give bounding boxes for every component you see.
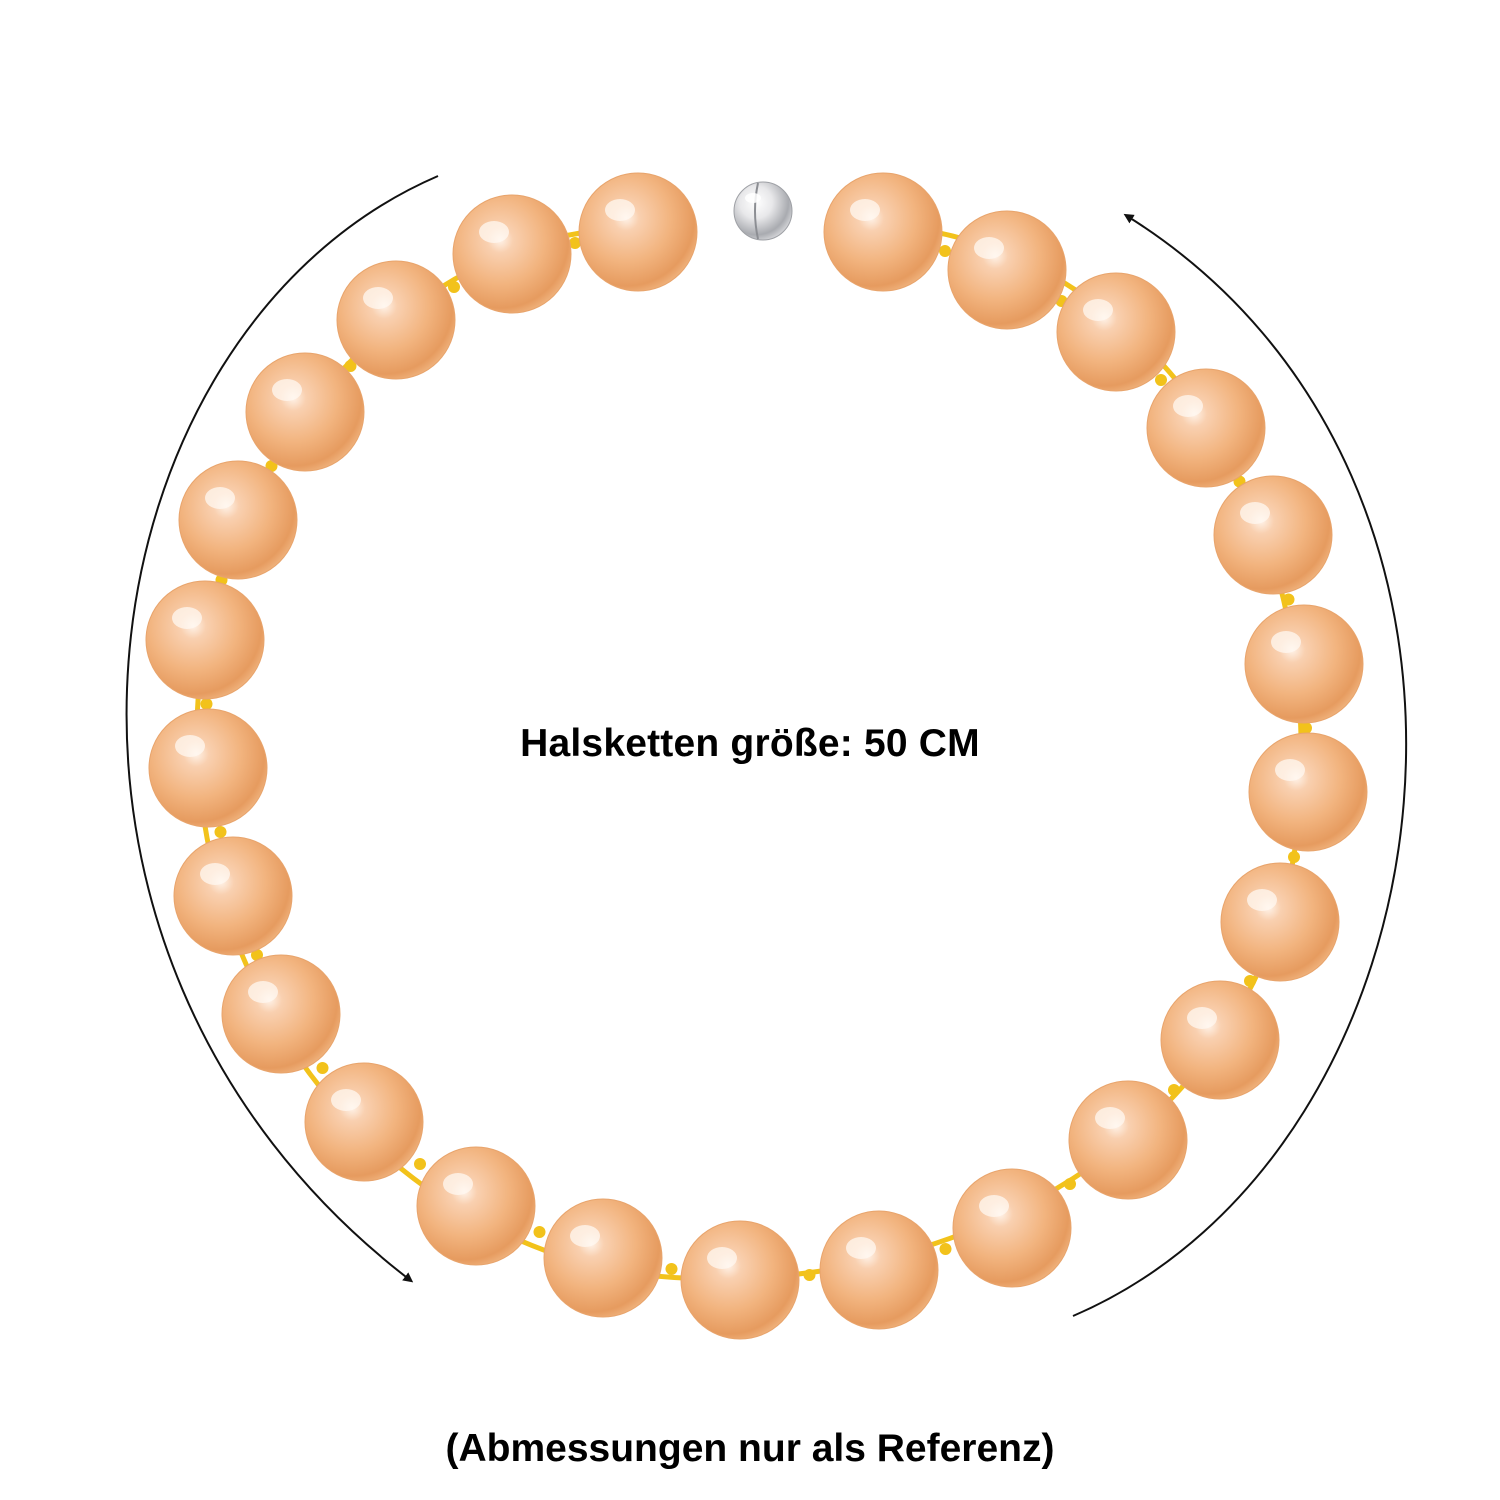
pearl bbox=[1056, 272, 1176, 392]
thread-knot bbox=[569, 237, 581, 249]
thread-knot bbox=[803, 1269, 816, 1281]
reference-disclaimer: (Abmessungen nur als Referenz) bbox=[445, 1427, 1055, 1470]
thread-knot bbox=[665, 1263, 678, 1275]
thread-knot bbox=[251, 949, 263, 961]
pearl bbox=[578, 172, 698, 292]
thread-knot bbox=[200, 698, 213, 710]
pearl bbox=[145, 580, 265, 700]
pearl bbox=[148, 708, 268, 828]
pearl bbox=[245, 352, 365, 472]
pearl bbox=[819, 1210, 939, 1330]
pearl bbox=[173, 836, 293, 956]
pearl bbox=[543, 1198, 663, 1318]
pearl bbox=[304, 1062, 424, 1182]
thread-knot bbox=[214, 826, 227, 838]
pearl bbox=[452, 194, 572, 314]
thread-knot bbox=[1288, 851, 1300, 863]
thread-knot bbox=[1282, 593, 1295, 606]
pearl bbox=[680, 1220, 800, 1340]
thread-knot bbox=[1300, 722, 1312, 734]
thread-knot bbox=[939, 1243, 952, 1255]
thread-knot bbox=[344, 360, 357, 372]
thread-knot bbox=[1244, 975, 1256, 987]
pearl bbox=[1244, 604, 1364, 724]
pearl bbox=[1068, 1080, 1188, 1200]
thread-knot bbox=[1168, 1084, 1180, 1096]
thread-knot bbox=[448, 281, 460, 293]
curved-arrow-down-icon bbox=[125, 175, 439, 1283]
pearl bbox=[1160, 980, 1280, 1100]
pearl bbox=[221, 954, 341, 1074]
pearl bbox=[178, 460, 298, 580]
pearl bbox=[1248, 732, 1368, 852]
pearl bbox=[336, 260, 456, 380]
thread-knot bbox=[316, 1062, 329, 1074]
curved-arrow-up-icon bbox=[1072, 213, 1408, 1317]
thread-knot bbox=[1064, 1178, 1076, 1190]
pearl bbox=[952, 1168, 1072, 1288]
thread-knot bbox=[414, 1158, 426, 1170]
pearl bbox=[1213, 475, 1333, 595]
magnetic-clasp-icon bbox=[733, 181, 793, 241]
pearl bbox=[823, 172, 943, 292]
pearl-strand bbox=[145, 172, 1368, 1340]
pearl bbox=[1146, 368, 1266, 488]
pearl bbox=[416, 1146, 536, 1266]
thread-knot bbox=[939, 245, 951, 257]
necklace-size-label: Halsketten größe: 50 CM bbox=[520, 722, 980, 765]
pearl bbox=[947, 210, 1067, 330]
thread-knot bbox=[533, 1226, 546, 1238]
pearl bbox=[1220, 862, 1340, 982]
thread-knot bbox=[1155, 374, 1167, 386]
